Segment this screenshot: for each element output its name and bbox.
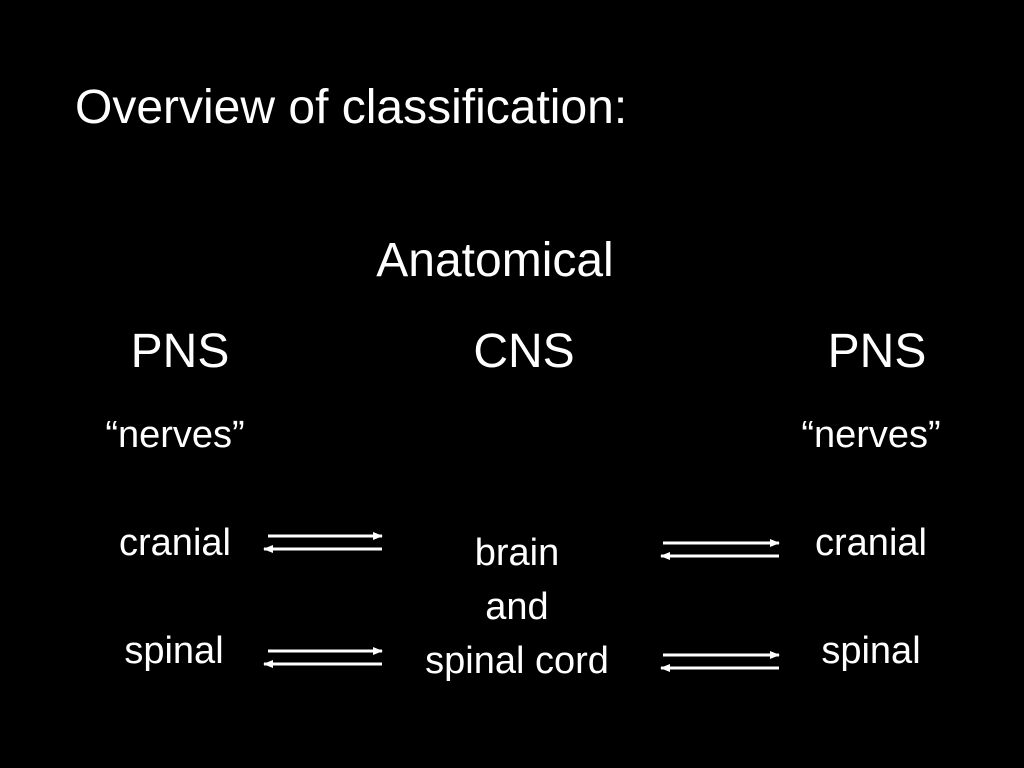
slide-title: Overview of classification: [75,81,628,134]
right-spinal-connector [660,651,780,672]
cns-spinal-cord-label: spinal cord [425,640,609,682]
left-cranial-label: cranial [119,522,231,564]
cns-heading: CNS [473,325,575,378]
classification-subtitle: Anatomical [376,234,614,287]
cns-brain-label: brain [474,532,560,574]
left-spinal-connector [263,647,383,668]
right-nerves-label: “nerves” [801,414,941,456]
cns-and-label: and [485,586,549,628]
right-cranial-connector [660,539,780,560]
right-spinal-label: spinal [821,630,921,672]
left-cranial-connector [263,532,383,553]
left-nerves-label: “nerves” [105,414,245,456]
cns-body: brain and spinal cord [425,526,609,688]
right-pns-heading: PNS [827,325,927,378]
right-cranial-label: cranial [815,522,927,564]
left-pns-heading: PNS [130,325,230,378]
left-spinal-label: spinal [124,630,224,672]
